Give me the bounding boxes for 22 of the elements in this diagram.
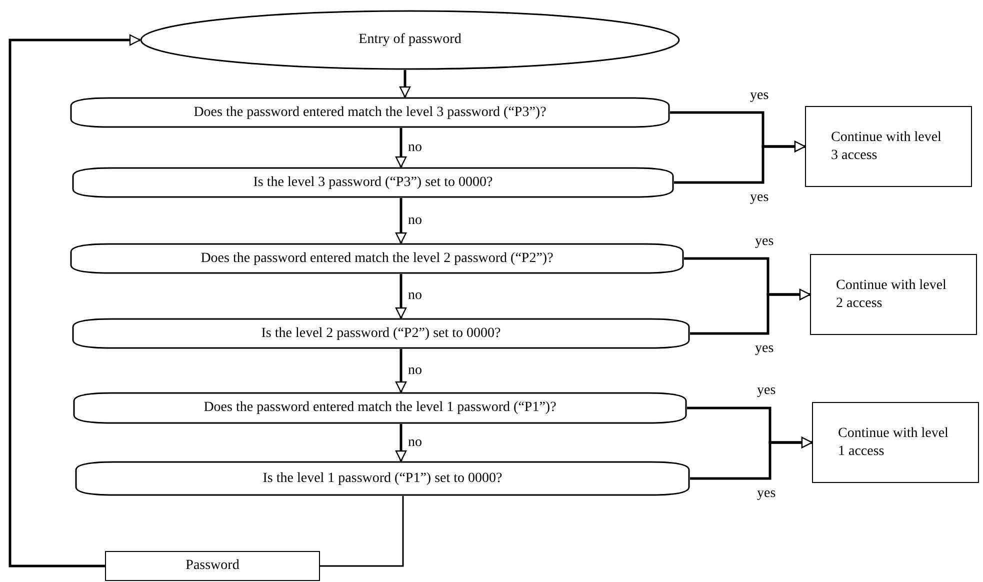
edge-label: yes [756,384,777,398]
decision-banner: Is the level 2 password (“P2”) set to 0000? [72,318,690,349]
decision-banner: Does the password entered match the level 3 password (“P3”)? [70,97,670,128]
decision-banner: Does the password entered match the level 1 password (“P1”)? [73,392,687,424]
arrow [674,140,806,184]
decision-banner: Is the level 1 password (“P1”) set to 0000? [75,461,690,496]
arrow [395,349,407,393]
process-box: Password [105,551,320,581]
process-box: Continue with level 3 access [805,106,972,187]
arrow [399,70,411,98]
arrow [395,274,407,319]
terminal-ellipse: Entry of password [140,10,680,70]
arrow [690,436,813,480]
arrow [8,34,141,568]
process-box: Continue with level 1 access [812,402,979,483]
arrow [395,424,407,462]
process-box: Continue with level 2 access [810,254,977,335]
arrow [395,198,407,244]
decision-banner: Does the password entered match the level 2 password (“P2”)? [70,243,684,274]
arrow [395,128,407,168]
decision-banner: Is the level 3 password (“P3”) set to 0000? [72,167,674,198]
arrow [690,288,811,335]
